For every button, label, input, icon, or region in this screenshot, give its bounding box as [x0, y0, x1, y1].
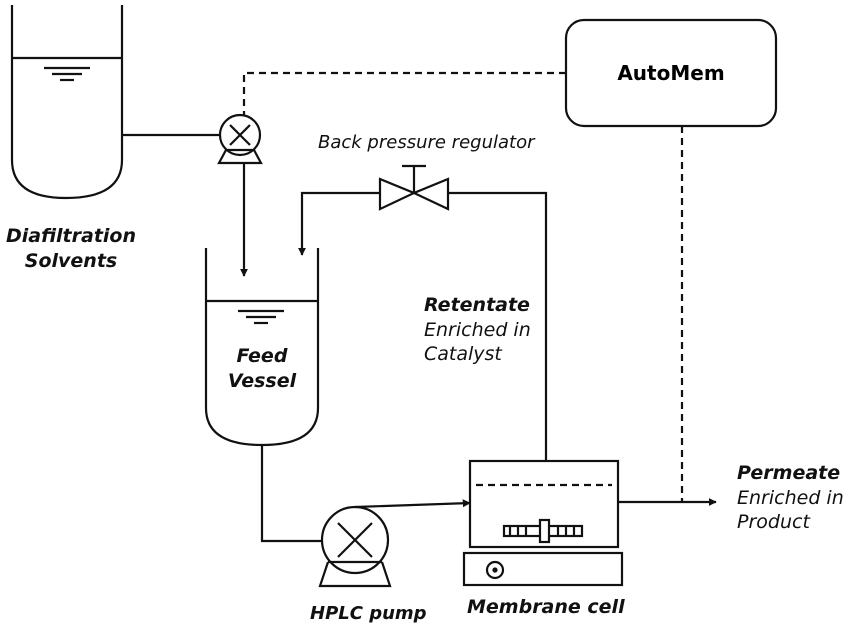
membrane-cell-label: Membrane cell — [467, 596, 625, 618]
automem-label: AutoMem — [617, 61, 724, 85]
permeate-label: Permeate Enriched in Product — [737, 462, 844, 534]
bpr-to-feed-line — [298, 191, 380, 256]
bpr-label: Back pressure regulator — [318, 132, 535, 153]
feed-vessel-label: Feed Vessel — [227, 345, 297, 392]
diafiltration-label: Diafiltration Solvents — [5, 225, 137, 272]
diafiltration-pump-icon — [217, 113, 263, 165]
back-pressure-regulator-icon — [378, 164, 450, 211]
hplc-pump-icon — [318, 505, 392, 588]
membrane-cell — [468, 459, 620, 549]
feed-to-hplc-line — [260, 445, 322, 543]
diafiltration-tank — [10, 5, 124, 200]
hplc-pump-label: HPLC pump — [310, 603, 427, 624]
retentate-line — [448, 191, 548, 461]
automem-to-pump-signal — [242, 71, 566, 115]
stirrer-plate — [462, 551, 624, 587]
hplc-to-cell-line — [354, 499, 471, 509]
retentate-label: Retentate Enriched in Catalyst — [424, 294, 531, 366]
